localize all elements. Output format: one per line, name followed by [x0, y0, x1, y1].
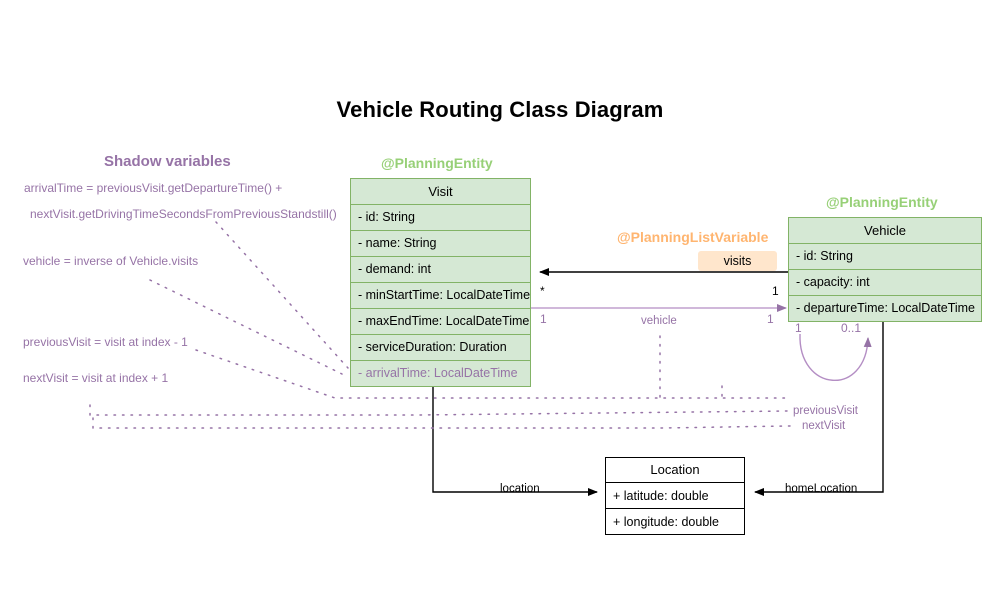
attribute-row: - demand: int [351, 257, 530, 283]
attribute-row: - id: String [351, 205, 530, 231]
attribute-row-shadow: - arrivalTime: LocalDateTime [351, 361, 530, 387]
shadow-variable-line: nextVisit = visit at index + 1 [23, 371, 169, 385]
edge-label-location: location [500, 483, 540, 495]
shadow-variable-line: previousVisit = visit at index - 1 [23, 335, 188, 349]
multiplicity-self-loop-left: 1 [795, 321, 802, 335]
attribute-row: - maxEndTime: LocalDateTime [351, 309, 530, 335]
multiplicity-self-loop-right: 0..1 [841, 321, 862, 335]
stereotype-visit: @PlanningEntity [381, 155, 493, 171]
attribute-row: - name: String [351, 231, 530, 257]
page-title: Vehicle Routing Class Diagram [336, 97, 664, 122]
stereotype-vehicle: @PlanningEntity [826, 194, 938, 210]
attribute-row: - capacity: int [789, 270, 981, 296]
edge-location [432, 386, 598, 496]
class-box-location: Location + latitude: double + longitude:… [605, 457, 745, 535]
edge-label-previous-visit: previousVisit [793, 405, 858, 417]
class-name-visit: Visit [351, 179, 530, 205]
shadow-variable-line: arrivalTime = previousVisit.getDeparture… [24, 181, 283, 195]
edge-vehicle-self-loop [799, 333, 872, 381]
visits-badge: visits [698, 251, 777, 271]
class-name-location: Location [606, 458, 744, 483]
shadow-variable-line: vehicle = inverse of Vehicle.visits [23, 254, 199, 268]
edge-label-next-visit: nextVisit [802, 420, 846, 432]
class-box-vehicle: Vehicle - id: String - capacity: int - d… [788, 217, 982, 322]
attribute-row: - id: String [789, 244, 981, 270]
attribute-row: - minStartTime: LocalDateTime [351, 283, 530, 309]
multiplicity-vehicle-source: 1 [540, 312, 547, 326]
shadow-variables-title: Shadow variables [104, 153, 231, 170]
attribute-row: + latitude: double [606, 483, 744, 509]
shadow-variable-line: nextVisit.getDrivingTimeSecondsFromPrevi… [30, 207, 337, 221]
edge-label-vehicle: vehicle [641, 315, 677, 327]
attribute-row: + longitude: double [606, 509, 744, 535]
attribute-row: - serviceDuration: Duration [351, 335, 530, 361]
edge-label-home-location: homeLocation [785, 483, 858, 495]
attribute-row: - departureTime: LocalDateTime [789, 296, 981, 322]
class-name-vehicle: Vehicle [789, 218, 981, 244]
multiplicity-visits-target: * [540, 284, 545, 298]
edge-visits [539, 268, 798, 282]
stereotype-planning-list-variable: @PlanningListVariable [617, 229, 769, 245]
class-box-visit: Visit - id: String - name: String - dema… [350, 178, 531, 387]
multiplicity-vehicle-target: 1 [767, 312, 774, 326]
multiplicity-visits-source: 1 [772, 284, 779, 298]
